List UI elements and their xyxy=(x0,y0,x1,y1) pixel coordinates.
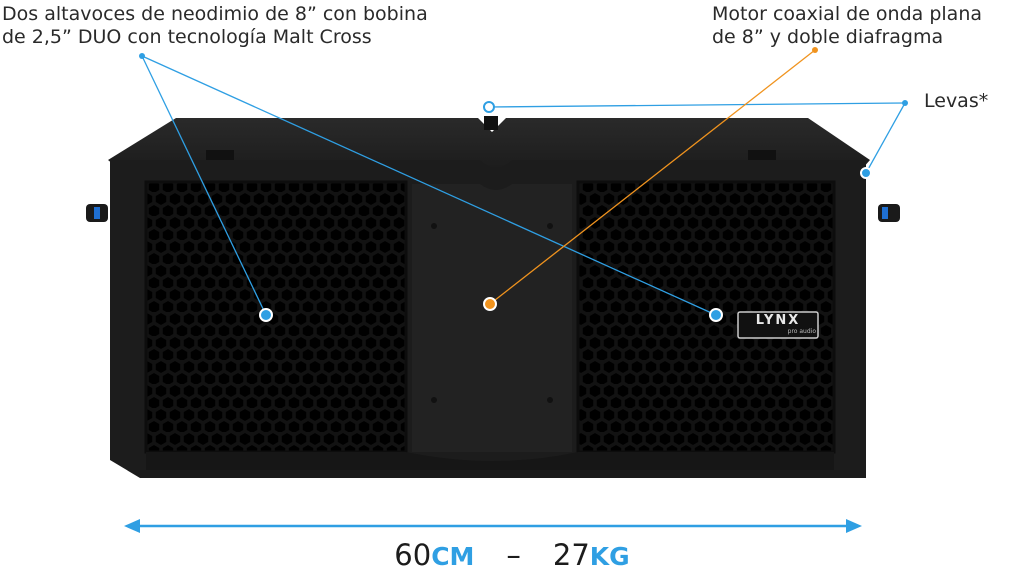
dimensions-readout: 60CM – 27KG xyxy=(0,538,1024,572)
woofers-callout-line2: de 2,5” DUO con tecnología Malt Cross xyxy=(2,26,372,48)
woofers-label-dot xyxy=(139,53,145,59)
woofer-left-marker xyxy=(259,308,273,322)
lynx-logo-subtext: pro audio xyxy=(787,328,816,335)
woofers-callout-lines xyxy=(141,55,906,316)
speaker-cabinet xyxy=(86,116,900,478)
rigging-callout-label: Levas* xyxy=(924,90,989,112)
rigging-side-marker xyxy=(860,167,872,179)
lynx-logo xyxy=(737,311,819,339)
dimensions-separator: – xyxy=(506,538,521,572)
weight-value: 27 xyxy=(552,538,590,572)
driver-callout-line xyxy=(489,49,816,305)
weight-unit: KG xyxy=(589,542,630,571)
driver-label-dot xyxy=(812,47,818,53)
rigging-label-dot xyxy=(902,100,908,106)
driver-callout-line2: de 8” y doble diafragma xyxy=(712,26,944,48)
lynx-logo-text: LYNX xyxy=(738,313,818,329)
woofer-right-marker xyxy=(709,308,723,322)
lynx-logo-word: LYNX xyxy=(755,313,801,328)
rigging-top-marker xyxy=(483,101,495,113)
width-value: 60 xyxy=(394,538,432,572)
woofers-callout-line1: Dos altavoces de neodimio de 8” con bobi… xyxy=(2,3,428,25)
width-dimension-arrow xyxy=(124,519,862,533)
width-unit: CM xyxy=(431,542,475,571)
driver-callout-line1: Motor coaxial de onda plana xyxy=(712,3,983,25)
driver-callout-label: Motor coaxial de onda plana de 8” y dobl… xyxy=(712,3,982,49)
woofers-callout-label: Dos altavoces de neodimio de 8” con bobi… xyxy=(2,3,428,49)
driver-marker xyxy=(483,297,497,311)
